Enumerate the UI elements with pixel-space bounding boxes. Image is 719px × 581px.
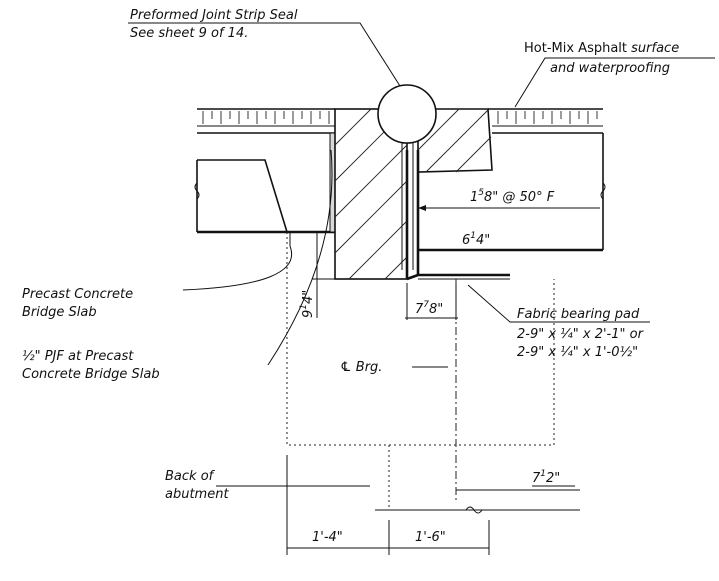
- pjf-label-line1: ½" PJF at Precast: [22, 349, 134, 364]
- gap-dimension-text: 158" @ 50° F: [470, 188, 555, 205]
- pad-width-sup: 7: [423, 300, 429, 310]
- pad-size-line1: 2-9" x ¼" x 2'-1" or: [517, 327, 645, 342]
- hma-label-line1: Hot-Mix Asphalt surface: [524, 41, 679, 56]
- bottom-dimension-lines: [286, 455, 580, 555]
- right-asphalt-surface: [488, 108, 603, 127]
- precast-label-line1: Precast Concrete: [22, 287, 133, 302]
- depth-main: 9: [301, 310, 316, 318]
- dimension-right-text: 1'-6": [415, 530, 446, 545]
- pjf-label-line2: Concrete Bridge Slab: [22, 367, 160, 382]
- offset-dimension-text: 712": [532, 469, 560, 486]
- depth-dimension-text: 914": [299, 290, 316, 318]
- depth-rest: 4": [301, 290, 316, 304]
- seal-label-line2: See sheet 9 of 14.: [130, 26, 248, 41]
- offset-frac: 1: [540, 469, 546, 479]
- back-of-abutment-line2: abutment: [165, 487, 229, 502]
- gap-main: 1: [470, 190, 478, 205]
- hma-label-line2: and waterproofing: [550, 61, 670, 76]
- left-joint-block: [334, 108, 409, 280]
- precast-label-line2: Bridge Slab: [22, 305, 97, 320]
- offset-rest: 2": [546, 471, 560, 486]
- left-asphalt-surface: [197, 108, 335, 127]
- gap-sup: 5: [478, 188, 484, 198]
- back-of-abutment-line1: Back of: [165, 469, 216, 484]
- pad-width-dimension-text: 778": [415, 300, 443, 317]
- pad-width-dimension-lines: [405, 283, 458, 320]
- precast-concrete-slab: [194, 132, 335, 246]
- strip-seal: [377, 84, 437, 270]
- hma-label-bold: Hot-Mix Asphalt: [524, 41, 627, 56]
- bearing-centerline-label: ℄ Brg.: [340, 360, 382, 375]
- fabric-bearing-pad: [418, 273, 510, 280]
- depth-dimension-lines: [312, 232, 335, 318]
- pad-width-main: 7: [415, 302, 424, 317]
- opening-sup: 1: [470, 231, 476, 241]
- opening-rest: 4": [476, 233, 490, 248]
- right-joint-block: [406, 108, 493, 281]
- gap-dimension-lines: [418, 205, 600, 251]
- abutment-outline: [286, 232, 555, 510]
- hma-label-rest: surface: [627, 41, 679, 56]
- opening-dimension-text: 614": [462, 231, 490, 248]
- depth-frac: 1: [299, 304, 309, 310]
- pad-title: Fabric bearing pad: [517, 307, 640, 322]
- pad-width-rest: 8": [429, 302, 443, 317]
- gap-rest: 8" @ 50° F: [484, 190, 555, 205]
- dimension-left-text: 1'-4": [312, 530, 343, 545]
- label-underlines: [130, 22, 640, 487]
- opening-main: 6: [462, 233, 470, 248]
- seal-label-line1: Preformed Joint Strip Seal: [130, 8, 298, 23]
- pad-size-line2: 2-9" x ¼" x 1'-0½": [517, 345, 638, 360]
- offset-main: 7: [532, 471, 541, 486]
